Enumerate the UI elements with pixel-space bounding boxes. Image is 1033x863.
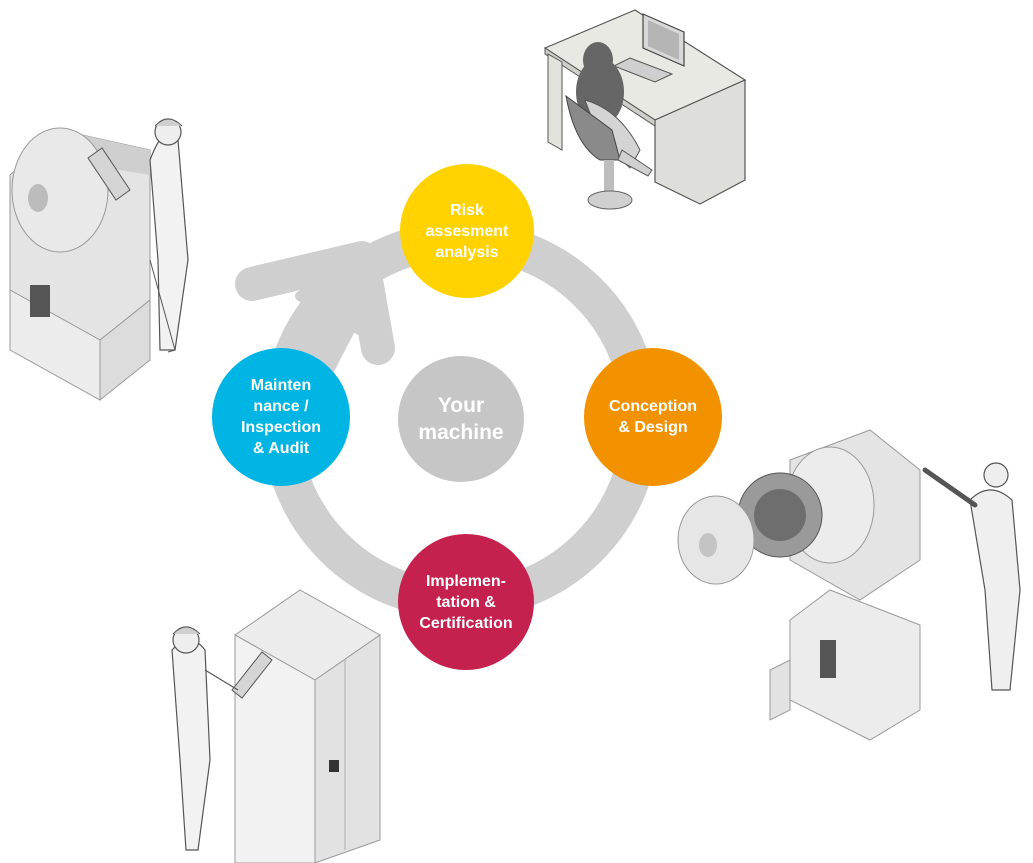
office-worker-at-desk	[543, 9, 747, 210]
node-label: analysis	[435, 243, 499, 261]
node-label: Risk	[450, 201, 484, 219]
node-label: Mainten	[250, 377, 312, 394]
node-risk-assessment[interactable]: Risk assesment analysis	[400, 164, 534, 298]
center-label-line2: machine	[418, 421, 504, 444]
center-label-line1: Your	[437, 394, 485, 417]
node-label: nance /	[253, 398, 309, 415]
inspector-at-machine-top-left	[9, 118, 189, 402]
node-maintenance-inspection-audit[interactable]: Mainten nance / Inspection & Audit	[212, 348, 350, 486]
node-label: assesment	[425, 222, 509, 240]
node-conception-design[interactable]: Conception & Design	[584, 348, 722, 486]
engineer-pointing-at-machine-right	[677, 429, 1021, 741]
center-your-machine: Your machine	[398, 356, 524, 482]
node-label: & Design	[618, 419, 688, 436]
node-label: Implemen-	[425, 572, 506, 590]
node-label: tation &	[436, 593, 496, 611]
node-label: Inspection	[240, 419, 321, 436]
node-label: Certification	[419, 614, 513, 632]
node-label: & Audit	[252, 440, 310, 457]
node-implementation-certification[interactable]: Implemen- tation & Certification	[398, 534, 534, 670]
node-label: Conception	[609, 398, 697, 415]
inspector-at-cabinet-bottom-left	[171, 589, 381, 863]
